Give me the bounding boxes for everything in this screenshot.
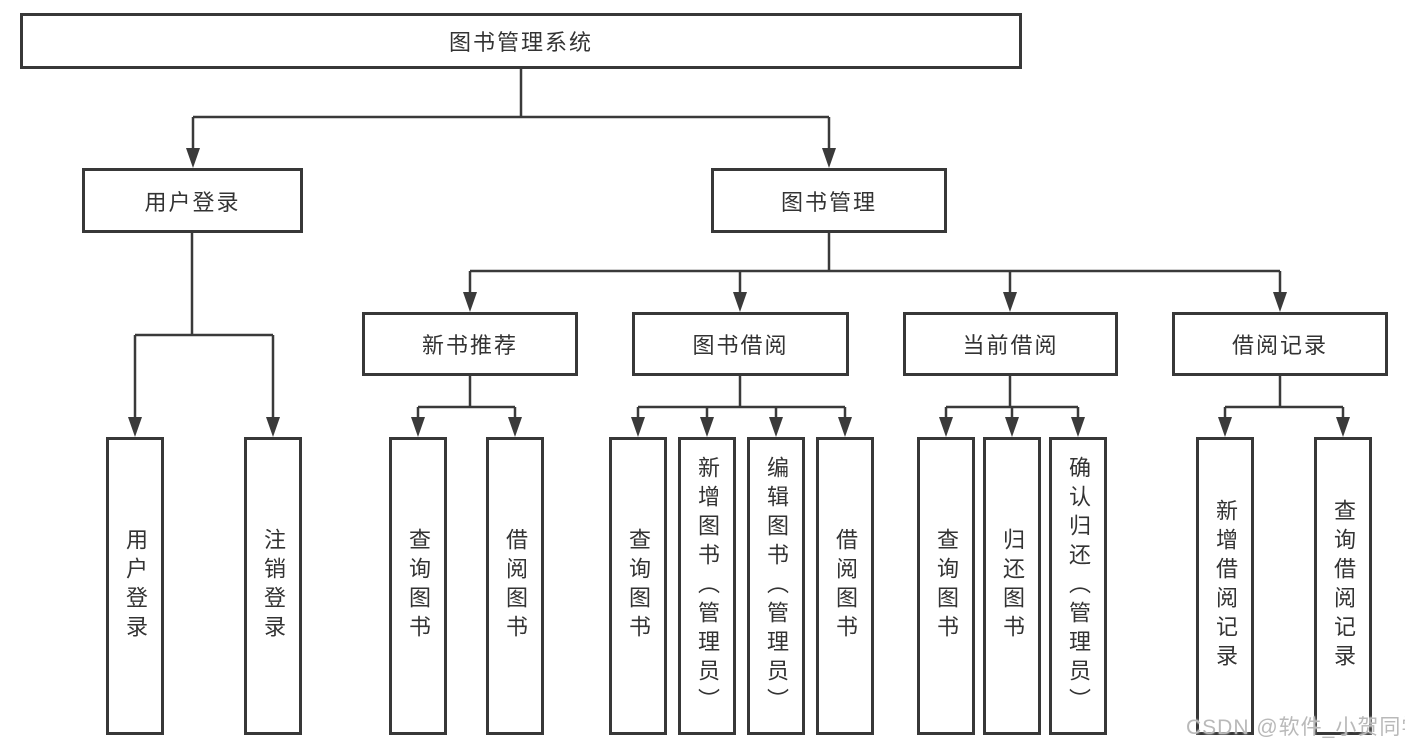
new-book-recommend-label: 新书推荐 (421, 333, 518, 358)
leaf-borrow-books: 借阅图书 (816, 437, 874, 735)
user-login-node: 用户登录 (82, 168, 303, 233)
leaf-label: 查询图书 (626, 528, 651, 644)
leaf-label: 查询借阅记录 (1331, 499, 1356, 673)
connector-current-to-leaves (944, 376, 1080, 418)
leaf-confirm-return-admin: 确认归还（管理员） (1049, 437, 1107, 735)
leaf-label: 编辑图书（管理员） (764, 455, 789, 717)
leaf-add-books-admin: 新增图书（管理员） (678, 437, 736, 735)
current-borrow-node: 当前借阅 (903, 312, 1118, 376)
csdn-watermark: CSDN @软件_小贺同学 (1186, 716, 1405, 739)
leaf-borrow-books-recommend: 借阅图书 (486, 437, 544, 735)
leaf-edit-books-admin: 编辑图书（管理员） (747, 437, 805, 735)
leaf-label: 归还图书 (1000, 528, 1025, 644)
book-management-node-label: 图书管理 (780, 189, 877, 215)
leaf-label: 查询图书 (406, 528, 431, 644)
leaf-logout: 注销登录 (244, 437, 302, 735)
new-book-recommend-node: 新书推荐 (362, 312, 578, 376)
connector-newbook-to-leaves (416, 376, 517, 418)
leaf-query-books-borrow: 查询图书 (609, 437, 667, 735)
arrowheads (128, 148, 1350, 437)
book-borrow-node: 图书借阅 (632, 312, 849, 376)
leaf-query-books-recommend: 查询图书 (389, 437, 447, 735)
connector-borrow-to-leaves (636, 376, 847, 418)
connector-records-to-leaves (1223, 376, 1345, 418)
leaf-label: 新增借阅记录 (1213, 499, 1238, 673)
book-management-node: 图书管理 (711, 168, 947, 233)
leaf-label: 新增图书（管理员） (695, 455, 720, 717)
connector-mgmt-to-level3 (468, 233, 1282, 293)
leaf-label: 借阅图书 (503, 528, 528, 644)
leaf-label: 注销登录 (261, 528, 286, 644)
book-borrow-label: 图书借阅 (692, 333, 789, 358)
leaf-query-books-current: 查询图书 (917, 437, 975, 735)
leaf-return-books: 归还图书 (983, 437, 1041, 735)
leaf-label: 借阅图书 (833, 528, 858, 644)
leaf-user-login: 用户登录 (106, 437, 164, 735)
borrow-record-node: 借阅记录 (1172, 312, 1388, 376)
borrow-record-label: 借阅记录 (1231, 333, 1328, 358)
leaf-label: 确认归还（管理员） (1066, 455, 1091, 717)
leaf-label: 用户登录 (123, 528, 148, 644)
leaf-query-borrow-record: 查询借阅记录 (1314, 437, 1372, 735)
connector-login-to-leaves (133, 233, 275, 418)
current-borrow-label: 当前借阅 (962, 333, 1059, 358)
root-node-label: 图书管理系统 (448, 30, 593, 55)
user-login-node-label: 用户登录 (144, 189, 241, 215)
connector-root-to-level2 (191, 69, 831, 149)
root-node-book-management-system: 图书管理系统 (20, 13, 1022, 69)
leaf-label: 查询图书 (934, 528, 959, 644)
leaf-add-borrow-record: 新增借阅记录 (1196, 437, 1254, 735)
